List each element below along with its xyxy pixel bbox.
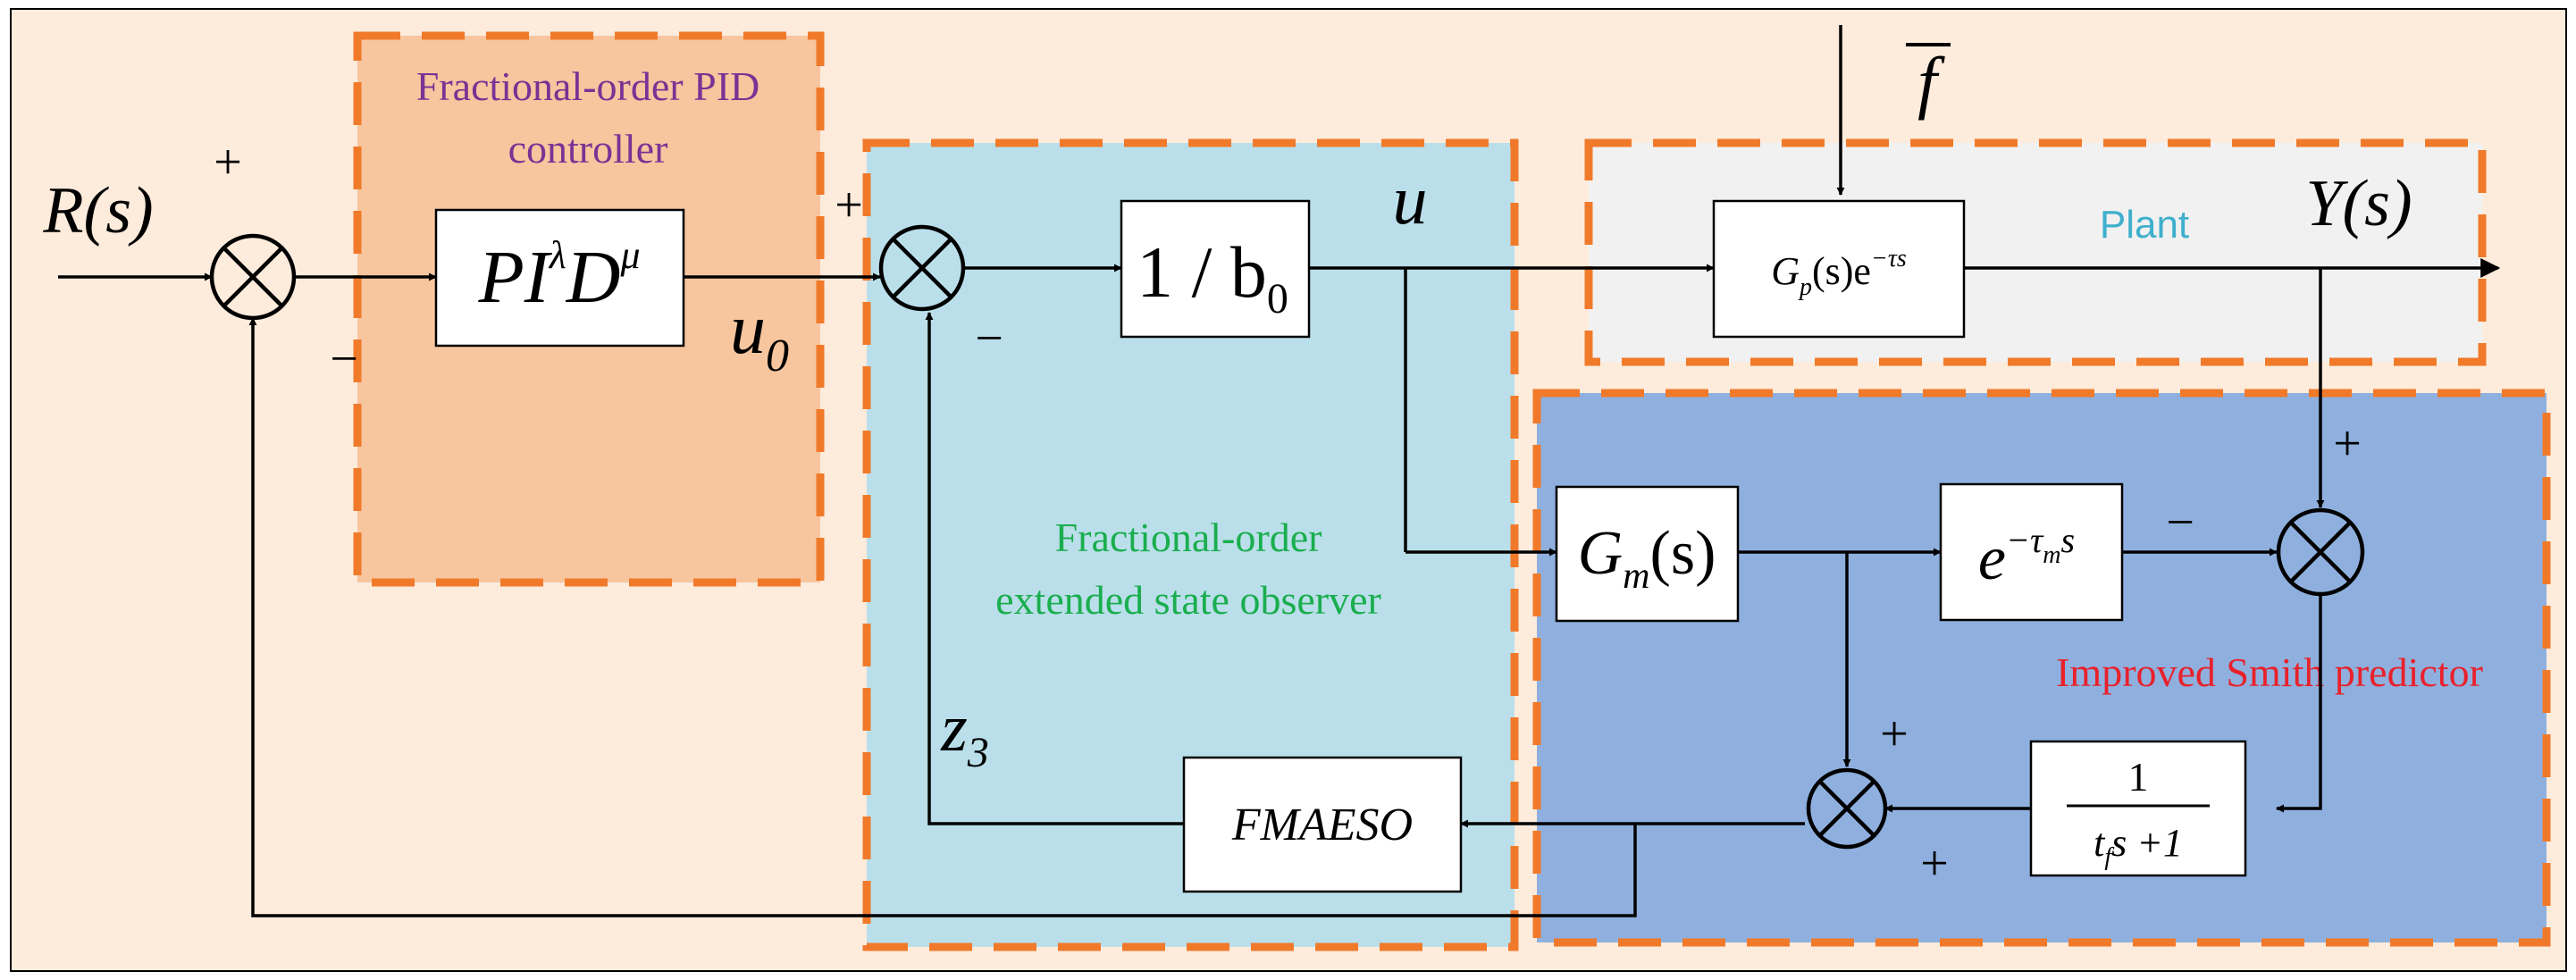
eso-region-border	[862, 138, 1519, 951]
sum4-plus-sign-top: +	[1880, 707, 1909, 762]
filter-numerator: 1	[2128, 754, 2149, 800]
sum-junction-3	[2276, 507, 2365, 597]
pid-block-label: PIλDμ	[477, 233, 640, 319]
filter-denominator: tfs +1	[2094, 821, 2183, 871]
z3-signal-label: z3	[940, 691, 989, 776]
plant-region-title: Plant	[2100, 203, 2189, 247]
gain-block-label: 1 / b0	[1137, 231, 1288, 322]
sum3-minus-sign: −	[2166, 495, 2194, 550]
sum1-plus-sign: +	[214, 135, 242, 190]
sum-junction-4	[1806, 767, 1888, 850]
eso-region-title: Fractional-order	[1055, 515, 1322, 560]
delay-block-label: e−τms	[1978, 520, 2075, 593]
pid-block	[434, 208, 685, 348]
sum2-minus-sign: −	[975, 311, 1003, 366]
gm-block-label: Gm(s)	[1578, 519, 1716, 597]
fmaeso-block-label: FMAESO	[1231, 800, 1413, 850]
gain-block	[1120, 199, 1311, 339]
eso-region-subtitle: extended state observer	[995, 577, 1381, 623]
sum-junction-2	[878, 224, 966, 312]
filter-block	[2029, 740, 2247, 877]
gm-block	[1555, 485, 1740, 623]
u-signal-label: u	[1393, 161, 1428, 239]
sum2-plus-sign: +	[835, 178, 863, 233]
pid-region-title: Fractional-order PID	[416, 63, 760, 109]
input-signal-label: R(s)	[42, 174, 153, 247]
sum4-plus-sign-bottom: +	[1920, 836, 1949, 892]
u0-signal-label: u0	[730, 290, 789, 381]
sum-junction-1	[209, 233, 297, 321]
plant-block	[1712, 199, 1966, 339]
sum3-plus-sign: +	[2333, 416, 2362, 472]
sum3-to-filter-line	[2276, 594, 2322, 813]
pid-region-border	[353, 31, 825, 587]
z3-feedback-line	[925, 312, 1184, 825]
plant-region-border	[1584, 138, 2487, 366]
outer-feedback-line	[248, 317, 1637, 917]
pid-region-subtitle: controller	[508, 126, 668, 172]
smith-region-title: Improved Smith predictor	[2056, 649, 2483, 695]
fmaeso-block	[1182, 756, 1463, 893]
sum1-minus-sign: −	[330, 331, 358, 387]
delay-block	[1939, 482, 2124, 622]
output-signal-label: Y(s)	[2305, 167, 2412, 240]
smith-region-border	[1532, 389, 2551, 947]
plant-block-label: Gp(s)e−τs	[1771, 245, 1907, 301]
